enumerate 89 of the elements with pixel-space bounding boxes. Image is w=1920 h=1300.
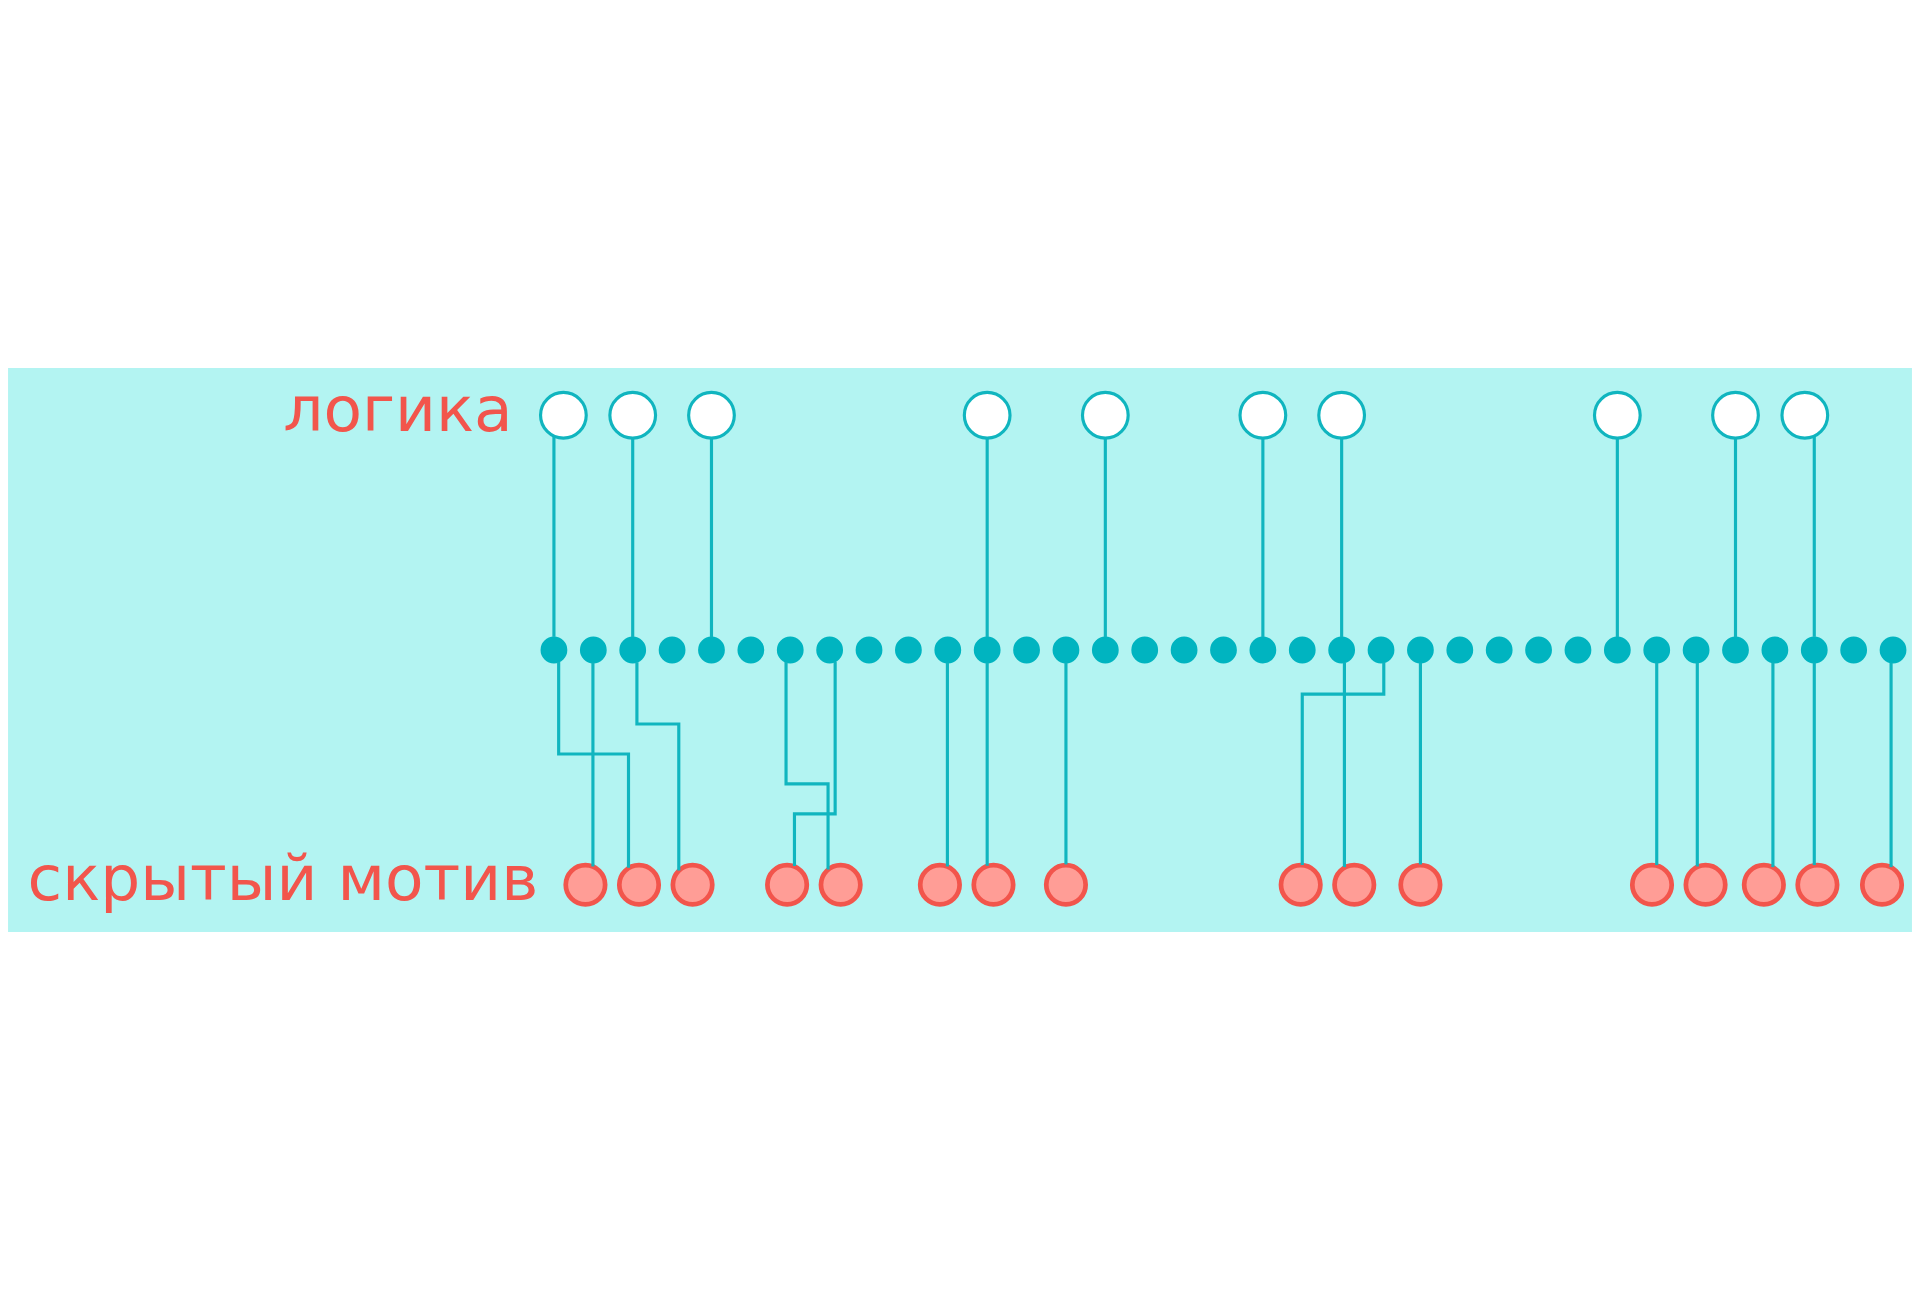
node-circle [962,390,1012,440]
connector [1771,662,1775,868]
node-circle [1407,636,1434,664]
node-circle [1332,862,1377,907]
node-circle [816,636,844,664]
connector [1103,438,1107,638]
node-circle [917,862,962,907]
connector [1418,662,1422,865]
node-circle [1249,636,1277,664]
connector [985,662,989,866]
connector [1342,662,1346,868]
node-circle [1367,636,1395,664]
node-circle [1603,636,1631,664]
node-circle [698,636,725,664]
node-circle [658,636,686,664]
node-circle [1795,862,1840,907]
node-circle [1091,636,1119,664]
connector [945,662,949,867]
node-circle [934,636,962,664]
node-circle [563,862,608,907]
node-circle [1629,862,1675,907]
node-circle [1683,862,1728,907]
node-circle [1052,636,1080,664]
node-circle [1013,636,1040,664]
connector [709,438,714,638]
node-circle [1238,390,1288,440]
connector [631,438,635,638]
node-circle [1317,390,1367,440]
connector [792,661,837,867]
node-circle [538,390,588,440]
node-circle [1780,390,1830,440]
node-circle [1485,636,1513,664]
label: логика [283,373,513,447]
node-circle [1879,636,1907,664]
node-circle [1711,390,1760,440]
node-circle [973,636,1001,664]
node-circle [1592,390,1642,440]
node-circle [1859,862,1905,907]
node-circle [1288,636,1316,664]
node-circle [608,390,658,440]
node-circle [1564,636,1592,664]
connector [1812,662,1816,866]
node-circle [737,636,765,664]
node-circle [765,862,810,907]
node-circle [1131,636,1159,664]
connector [1812,436,1816,637]
node-circle [1761,636,1789,664]
node-circle [1446,636,1474,664]
node-circle [1525,636,1552,664]
node-circle [1682,636,1710,664]
connector [1064,662,1068,865]
node-circle [1170,636,1198,664]
connector [985,438,989,638]
node-circle [895,636,922,664]
node-circle [1800,636,1828,664]
connector [1615,438,1619,638]
node-circle [855,636,883,664]
node-circle [616,862,662,907]
node-circle [1080,390,1130,440]
node-circle [1840,636,1868,664]
node-circle [1643,636,1671,664]
connector [784,661,830,870]
node-circle [687,390,736,440]
node-circle [1043,862,1088,907]
node-circle [1398,862,1443,907]
node-circle [619,636,647,664]
node-circle [818,862,863,907]
connector [635,662,681,871]
connector [1340,438,1344,638]
node-circle [1210,636,1237,664]
node-circle [971,862,1016,907]
node-circle [1328,636,1356,664]
node-circle [579,636,607,664]
node-circle [1722,636,1749,664]
connector [552,436,556,637]
connector [1300,662,1386,866]
node-circle [1278,862,1323,907]
label: скрытый мотив [27,842,539,916]
connector [1695,662,1699,867]
connector [1889,662,1893,868]
node-circle [1741,862,1786,907]
connector [1733,438,1738,638]
connector [1655,662,1659,866]
node-circle [540,636,568,664]
connector [557,661,631,868]
node-circle [776,636,804,664]
connector [1261,438,1265,638]
connector [591,662,595,867]
node-circle [670,862,715,907]
